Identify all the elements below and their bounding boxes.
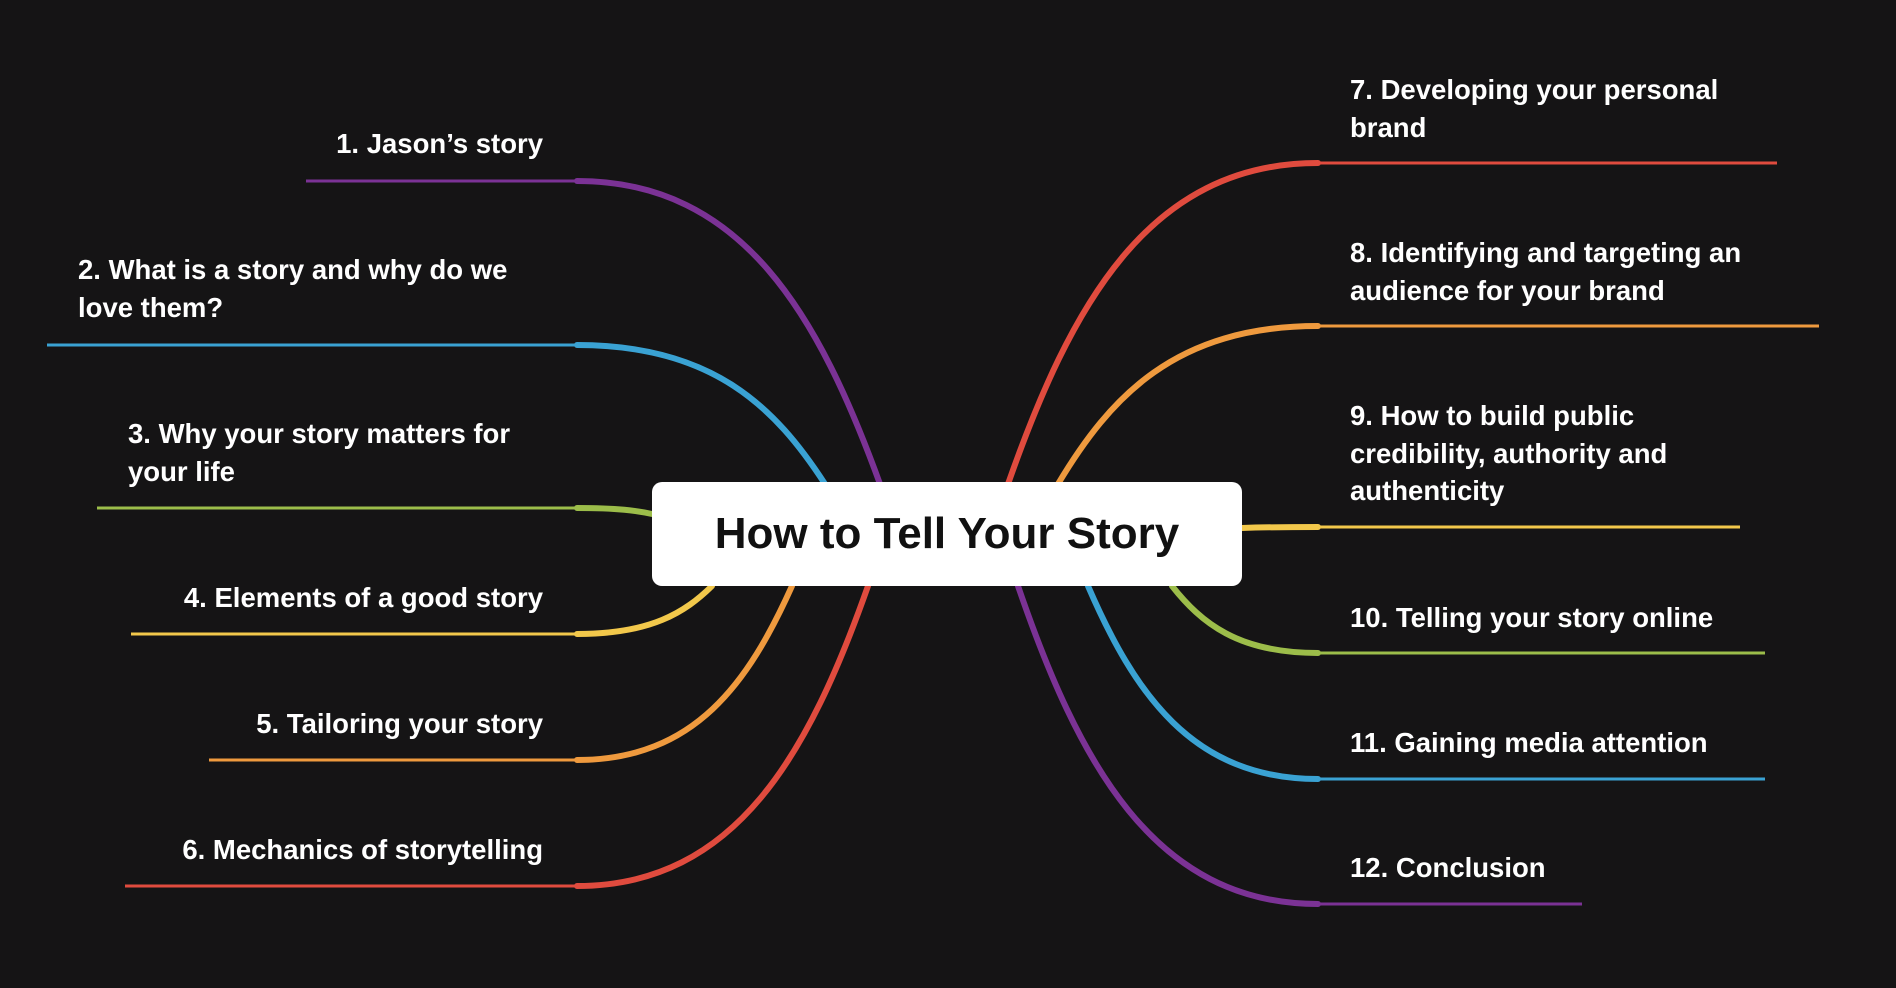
branch-label-telling-story-online[interactable]: 10. Telling your story online: [1350, 599, 1713, 637]
branch-curve-tailoring-your-story: [574, 583, 795, 763]
branch-curve-conclusion: [1015, 583, 1321, 907]
branch-label-elements-of-good-story[interactable]: 4. Elements of a good story: [184, 579, 543, 617]
central-topic-title: How to Tell Your Story: [714, 509, 1180, 558]
branch-label-line: 10. Telling your story online: [1350, 602, 1714, 633]
branch-label-conclusion[interactable]: 12. Conclusion: [1350, 849, 1546, 887]
branch-label-line: 4. Elements of a good story: [183, 582, 543, 613]
branch-label-line: your life: [128, 455, 235, 487]
branch-curve-jasons-story: [574, 178, 883, 487]
branch-curve-build-public-credibility: [1239, 524, 1321, 531]
branch-label-tailoring-your-story[interactable]: 5. Tailoring your story: [256, 705, 543, 743]
branch-label-line: 8. Identifying and targeting an: [1350, 237, 1742, 268]
branch-label-line: 11. Gaining media attention: [1350, 727, 1708, 758]
branch-curve-elements-of-good-story: [574, 583, 715, 637]
branch-label-jasons-story[interactable]: 1. Jason’s story: [336, 125, 543, 163]
branch-label-why-your-story-matters[interactable]: 3. Why your story matters for your life: [128, 415, 510, 490]
branch-label-line: audience for your brand: [1350, 274, 1665, 306]
branch-label-line: 1. Jason’s story: [336, 128, 543, 159]
branch-label-line: brand: [1350, 111, 1427, 143]
branch-label-line: 5. Tailoring your story: [256, 708, 543, 739]
branch-label-what-is-a-story[interactable]: 2. What is a story and why do we love the…: [78, 251, 507, 326]
branch-label-identifying-audience[interactable]: 8. Identifying and targeting an audience …: [1350, 234, 1741, 309]
branch-curve-mechanics-of-storytelling: [574, 583, 871, 889]
branch-curve-telling-story-online: [1169, 583, 1321, 656]
branch-label-build-public-credibility[interactable]: 9. How to build public credibility, autho…: [1350, 397, 1667, 510]
branch-label-line: authenticity: [1350, 475, 1505, 506]
branch-curve-developing-personal-brand: [1005, 160, 1321, 487]
branch-label-line: 2. What is a story and why do we: [78, 254, 508, 285]
branch-label-line: 9. How to build public: [1350, 400, 1635, 431]
branch-curve-what-is-a-story: [574, 342, 828, 487]
branch-curve-identifying-audience: [1055, 323, 1321, 487]
branch-label-gaining-media-attention[interactable]: 11. Gaining media attention: [1350, 724, 1708, 762]
branch-label-line: love them?: [78, 291, 224, 323]
branch-curve-gaining-media-attention: [1085, 583, 1321, 782]
branch-label-line: credibility, authority and: [1350, 437, 1668, 469]
branch-label-mechanics-of-storytelling[interactable]: 6. Mechanics of storytelling: [182, 831, 543, 869]
central-topic-node[interactable]: How to Tell Your Story: [652, 482, 1242, 586]
branch-label-line: 3. Why your story matters for: [128, 418, 511, 449]
branch-label-line: 7. Developing your personal: [1350, 74, 1719, 105]
branch-label-line: 6. Mechanics of storytelling: [182, 834, 543, 865]
branch-label-line: 12. Conclusion: [1350, 852, 1546, 883]
branch-curve-why-your-story-matters: [574, 505, 655, 517]
branch-label-developing-personal-brand[interactable]: 7. Developing your personal brand: [1350, 71, 1718, 146]
